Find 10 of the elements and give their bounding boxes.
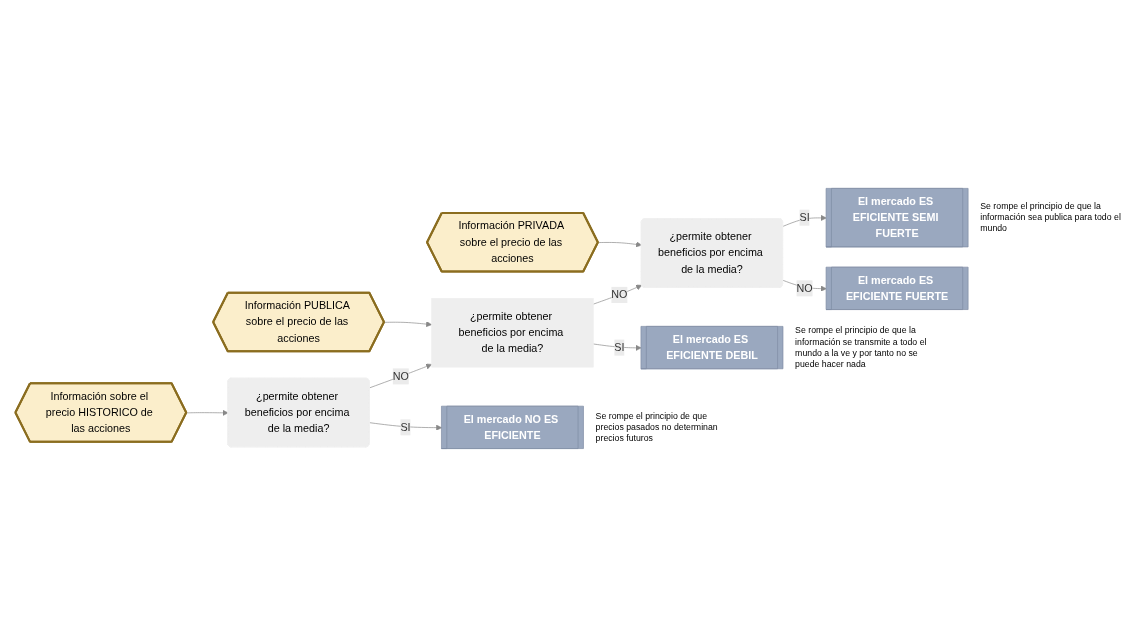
edge-label: NO [796,282,813,294]
note-text: Se rompe el principio de que precios pasados no determinan precios futuros [595,410,719,445]
node-box: ¿permite obtener beneficios por encima de la media? [431,298,594,368]
edge-label: SI [799,211,810,224]
edge-label: SI [614,341,625,353]
edge-label: NO [392,370,409,382]
note-text: Se rompe el principio de que la información sea publica para todo el mundo [980,200,1122,235]
edge-label: NO [611,288,628,301]
note-text: Se rompe el principio de que la información se transmite a todo el mundo a la ve y por tanto no se puede hacer nada [795,324,928,371]
edge-label: SI [400,421,411,433]
